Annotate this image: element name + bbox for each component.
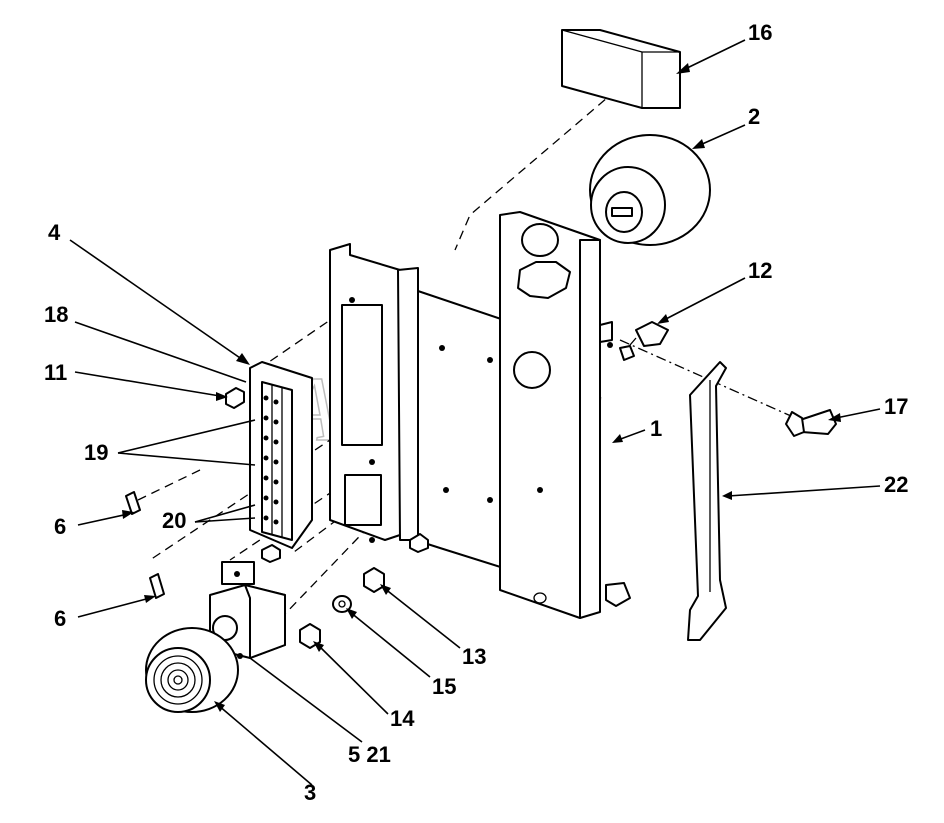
callout-4: 4	[48, 220, 61, 245]
callout-19: 19	[84, 440, 108, 465]
callout-1: 1	[650, 416, 662, 441]
part-1-bracket	[499, 211, 631, 619]
part-2-cylinder	[589, 134, 711, 246]
part-16-block	[561, 29, 681, 109]
part-4-terminal-block	[249, 361, 313, 549]
fastener-parts	[299, 533, 429, 649]
callout-13: 13	[462, 644, 486, 669]
callout-15: 15	[432, 674, 456, 699]
callout-17: 17	[884, 394, 908, 419]
callout-3: 3	[304, 780, 316, 805]
part-6-clips	[125, 491, 165, 599]
callout-2: 2	[748, 104, 760, 129]
leader-lines	[69, 39, 881, 786]
part-5-switch	[209, 561, 286, 659]
back-plate	[414, 289, 511, 571]
screw-parts	[225, 321, 837, 563]
middle-bracket	[329, 243, 419, 543]
callout-16: 16	[748, 20, 772, 45]
callout-6-upper: 6	[54, 514, 66, 539]
callout-20: 20	[162, 508, 186, 533]
callout-14: 14	[390, 706, 415, 731]
callout-6-lower: 6	[54, 606, 66, 631]
part-3-horn	[145, 627, 239, 713]
callout-11: 11	[44, 360, 67, 385]
callout-18: 18	[44, 302, 68, 327]
callout-22: 22	[884, 472, 908, 497]
callout-5-21: 5 21	[348, 742, 391, 767]
callout-labels: 16 2 4 18 12 11 17 19 1 22 6 20 6 13 15 …	[44, 20, 908, 805]
callout-12: 12	[748, 258, 772, 283]
part-22-plate	[687, 361, 727, 641]
